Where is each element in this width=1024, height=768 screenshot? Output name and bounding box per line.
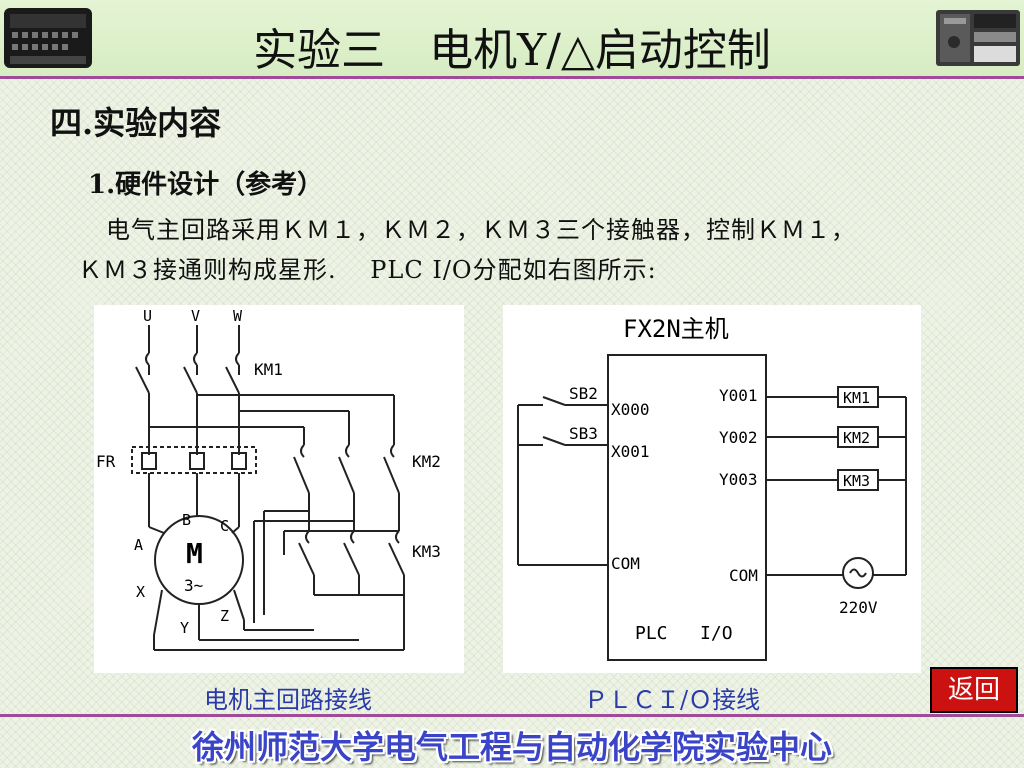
footer-institution: 徐州师范大学电气工程与自动化学院实验中心 <box>191 728 832 766</box>
return-button[interactable]: 返回 <box>930 667 1018 713</box>
section-title: 四.实验内容 <box>50 104 222 142</box>
phase-w-label: W <box>233 307 243 325</box>
terminal-c-label: C <box>220 517 229 535</box>
terminal-y-label: Y <box>180 619 189 637</box>
header-bar <box>0 0 1024 78</box>
fr-label: FR <box>96 452 116 471</box>
motor-3phase-symbol: 3~ <box>184 576 203 595</box>
input-sb2-label: SB2 <box>569 384 598 403</box>
input-x001-label: X001 <box>611 442 650 461</box>
supply-voltage-label: 220V <box>839 598 878 617</box>
phase-u-label: U <box>143 307 152 325</box>
motor-symbol: M <box>186 537 203 570</box>
terminal-x-label: X <box>136 583 145 601</box>
terminal-b-label: B <box>182 511 191 529</box>
motor-main-circuit-diagram: U V W KM1 FR KM2 KM3 M 3~ A B C X Y Z <box>94 305 464 673</box>
plc-io-diagram: FX2N主机 SB2 X000 SB3 X001 COM Y001 Y002 Y… <box>503 305 921 673</box>
output-com-label: COM <box>729 566 758 585</box>
phase-v-label: V <box>191 307 200 325</box>
plc-device-image-left <box>4 8 92 68</box>
page-title: 实验三 电机Y/△启动控制 <box>253 25 771 76</box>
plc-device-image-right <box>936 10 1020 66</box>
description-line-1: 电气主回路采用ＫＭ１，ＫＭ２，ＫＭ３三个接触器，控制ＫＭ１， <box>78 210 1008 250</box>
km2-label: KM2 <box>412 452 441 471</box>
input-sb3-label: SB3 <box>569 424 598 443</box>
plc-io-caption: ＰＬＣＩ/Ｏ接线 <box>584 686 761 714</box>
description-line-1-text: 电气主回路采用ＫＭ１，ＫＭ２，ＫＭ３三个接触器，控制ＫＭ１， <box>106 216 856 244</box>
description-paragraph: 电气主回路采用ＫＭ１，ＫＭ２，ＫＭ３三个接触器，控制ＫＭ１， ＫＭ３接通则构成星… <box>78 210 1008 290</box>
description-line-2: ＫＭ３接通则构成星形. PLC I/O分配如右图所示: <box>78 256 657 284</box>
km1-label: KM1 <box>254 360 283 379</box>
coil-km3-label: KM3 <box>843 472 870 490</box>
subsection-title: 1.硬件设计（参考） <box>88 170 324 200</box>
km3-label: KM3 <box>412 542 441 561</box>
footer-divider <box>0 714 1024 717</box>
input-com-label: COM <box>611 554 640 573</box>
coil-km2-label: KM2 <box>843 429 870 447</box>
motor-circuit-caption: 电机主回路接线 <box>204 686 372 714</box>
terminal-z-label: Z <box>220 607 229 625</box>
plc-title: FX2N主机 <box>623 315 729 343</box>
coil-km1-label: KM1 <box>843 389 870 407</box>
input-x000-label: X000 <box>611 400 650 419</box>
output-y001-label: Y001 <box>719 386 758 405</box>
header-divider <box>0 76 1024 79</box>
terminal-a-label: A <box>134 536 143 554</box>
output-y002-label: Y002 <box>719 428 758 447</box>
output-y003-label: Y003 <box>719 470 758 489</box>
plc-io-bottom-label: PLC I/O <box>635 623 733 644</box>
